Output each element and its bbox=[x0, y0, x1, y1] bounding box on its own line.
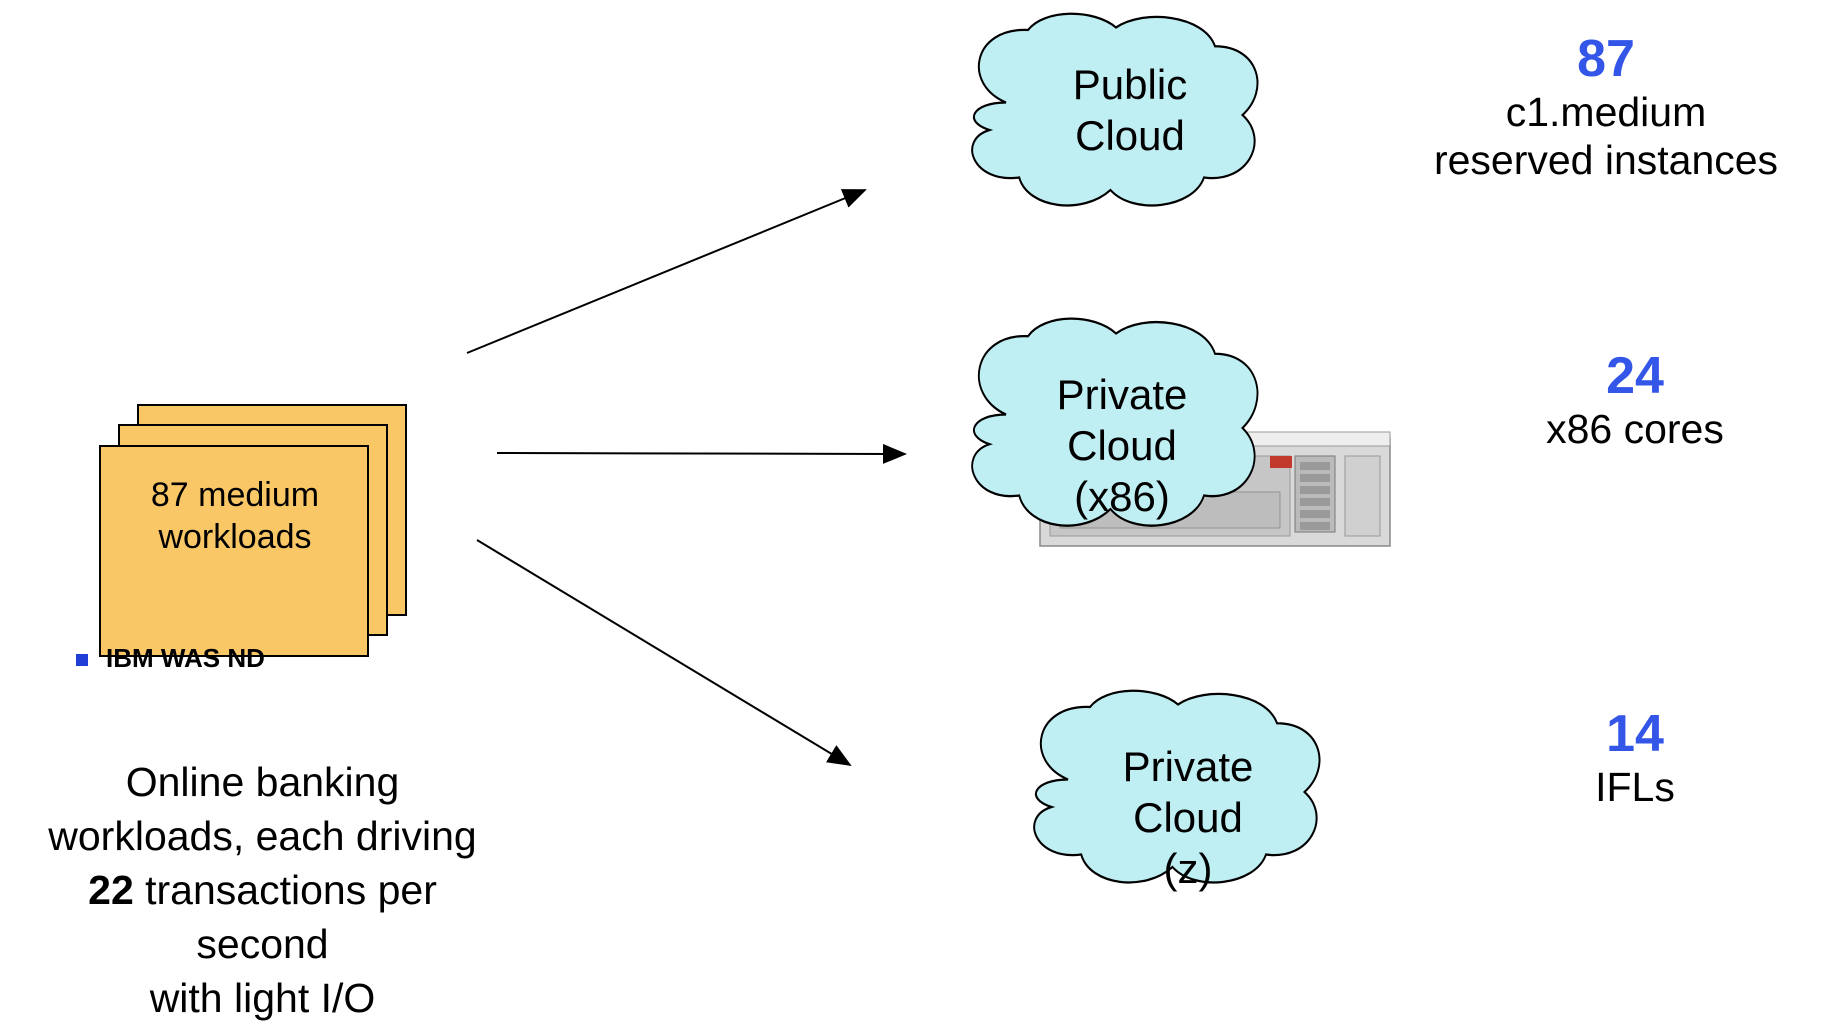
result-public: 87 c1.medium reserved instances bbox=[1390, 30, 1822, 184]
result-z-line1: IFLs bbox=[1595, 764, 1675, 810]
transaction-count: 22 bbox=[88, 867, 134, 913]
desc-line-3: 22 transactions per bbox=[0, 863, 525, 917]
result-z-number: 14 bbox=[1606, 705, 1664, 763]
cloud-public-line2: Cloud bbox=[1075, 112, 1185, 159]
result-public-line2: reserved instances bbox=[1433, 137, 1779, 183]
bullet-icon bbox=[76, 654, 88, 666]
cloud-z-line2: Cloud bbox=[1133, 794, 1243, 841]
cloud-private-x86-label: Private Cloud (x86) bbox=[1012, 369, 1232, 522]
result-x86-line1: x86 cores bbox=[1546, 406, 1724, 452]
result-public-line1: c1.medium bbox=[1505, 89, 1707, 135]
cloud-z-line3: (z) bbox=[1163, 845, 1213, 892]
cloud-x86-line3: (x86) bbox=[1074, 473, 1170, 520]
desc-line-4: second bbox=[196, 921, 329, 967]
result-x86-number: 24 bbox=[1606, 347, 1664, 405]
result-z: 14 IFLs bbox=[1490, 705, 1780, 811]
cloud-x86-line2: Cloud bbox=[1067, 422, 1177, 469]
cloud-x86-line1: Private bbox=[1056, 371, 1188, 418]
desc-line-3-rest: transactions per bbox=[133, 867, 437, 913]
cloud-private-z-label: Private Cloud (z) bbox=[1078, 741, 1298, 894]
desc-line-1: Online banking bbox=[125, 759, 400, 805]
arrow-to-private-cloud-z bbox=[476, 539, 852, 767]
result-x86: 24 x86 cores bbox=[1490, 347, 1780, 453]
arrow-to-private-cloud-x86 bbox=[496, 443, 907, 464]
workload-card-label: 87 medium workloads bbox=[150, 476, 320, 556]
arrow-to-public-cloud bbox=[466, 189, 867, 354]
result-public-number: 87 bbox=[1577, 30, 1635, 88]
workload-description: Online banking workloads, each driving 2… bbox=[0, 755, 525, 1025]
cloud-z-line1: Private bbox=[1122, 743, 1254, 790]
workload-software-label: IBM WAS ND bbox=[106, 643, 265, 673]
desc-line-2: workloads, each driving bbox=[48, 813, 477, 859]
desc-line-5: with light I/O bbox=[149, 975, 376, 1021]
cloud-public-line1: Public bbox=[1072, 61, 1188, 108]
workload-card-front bbox=[99, 445, 369, 657]
cloud-public-label: Public Cloud bbox=[1020, 59, 1240, 161]
